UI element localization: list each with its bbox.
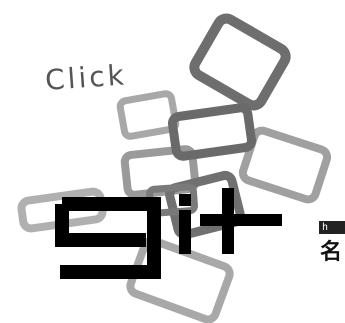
side-badge: h xyxy=(319,221,345,234)
logo-letter-i-stem xyxy=(179,210,191,254)
logo-letter-g xyxy=(55,197,161,279)
logo-letter-i-dot xyxy=(179,194,191,206)
frame-topmid-light xyxy=(116,90,180,140)
frame-right-light xyxy=(238,126,332,204)
frame-top-large xyxy=(189,13,291,111)
click-caption: Click xyxy=(44,58,128,97)
logo-letter-t-bar xyxy=(200,214,282,226)
side-character: 名 xyxy=(320,240,343,265)
frame-mid-dark xyxy=(167,103,257,161)
